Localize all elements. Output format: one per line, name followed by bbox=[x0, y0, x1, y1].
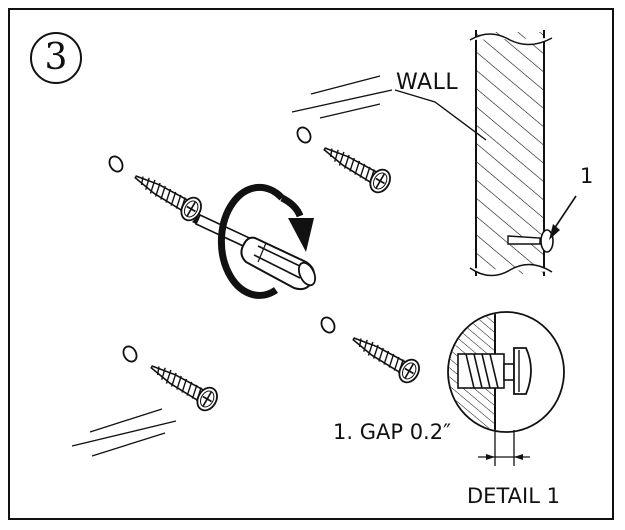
wall-screw-inserted bbox=[507, 229, 554, 253]
screwdriver-icon bbox=[192, 213, 317, 291]
wall-label: WALL bbox=[396, 70, 459, 95]
wall-leader-line bbox=[394, 89, 487, 141]
detail-view bbox=[447, 311, 565, 466]
washer-icon bbox=[108, 126, 336, 363]
clockwise-rotation-arrow-icon bbox=[217, 183, 314, 299]
detail-label: DETAIL 1 bbox=[467, 484, 560, 508]
callout-arrow bbox=[549, 195, 577, 240]
wall-section bbox=[469, 30, 553, 277]
step-number-badge: 3 bbox=[30, 32, 82, 84]
motion-lines-lower bbox=[71, 408, 177, 457]
motion-lines-upper bbox=[291, 75, 393, 119]
gap-note: 1. GAP 0.2″ bbox=[333, 420, 451, 444]
detail-callout-number: 1 bbox=[580, 164, 594, 188]
